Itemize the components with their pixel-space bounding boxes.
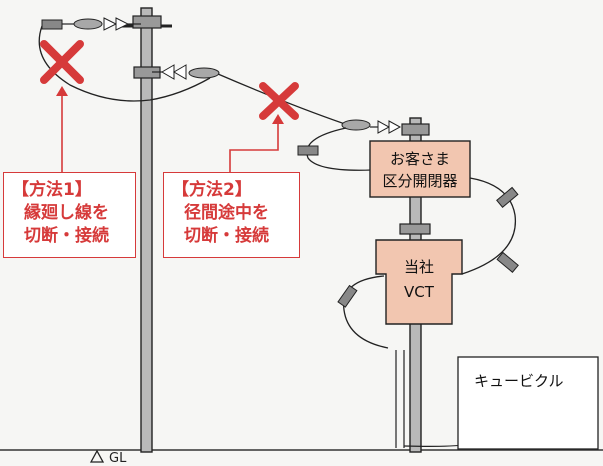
callout-2-line-1: 径間途中を — [184, 203, 269, 223]
switch-box-line-1: お客さま — [390, 150, 450, 168]
callout-1-arrowhead — [56, 86, 68, 96]
cut-x-icon — [40, 40, 84, 84]
ground-label: GL — [109, 451, 127, 466]
insulator-icon — [341, 119, 402, 134]
right-pole-bracket — [401, 123, 430, 136]
feed-cable — [395, 350, 405, 448]
callout-2-line-2: 切断・接続 — [184, 226, 269, 246]
callout-1-title: 【方法1】 — [12, 180, 92, 200]
insulator-icon — [152, 64, 220, 80]
left-pole — [140, 7, 153, 453]
callout-2-arrowhead — [272, 114, 284, 124]
callout-method-1: 【方法1】 縁廻し線を 切断・接続 — [3, 172, 136, 258]
vct-box-line-1: 当社 — [404, 258, 434, 276]
cubicle-label: キュービクル — [474, 372, 564, 390]
switch-box — [369, 140, 471, 198]
callout-method-2: 【方法2】 径間途中を 切断・接続 — [163, 172, 300, 258]
callout-2-title: 【方法2】 — [172, 180, 252, 200]
switch-box-line-2: 区分開閉器 — [382, 172, 457, 190]
vct-box-line-2: VCT — [404, 283, 435, 301]
right-pole-bracket-mid — [399, 223, 431, 235]
connector-left-2 — [337, 284, 358, 308]
loop-wire — [38, 25, 211, 102]
callout-2-leader — [229, 118, 279, 172]
connector-left-1 — [297, 145, 319, 156]
insulator-icon — [41, 17, 141, 31]
vct-box — [375, 239, 463, 325]
right-cable-loop — [461, 177, 517, 275]
callout-1-line-1: 縁廻し線を — [24, 203, 109, 223]
drop-wire — [306, 127, 373, 171]
cut-x-icon — [259, 82, 299, 120]
cubicle-box — [457, 356, 599, 450]
connector-right-2 — [496, 251, 519, 273]
ground-triangle-icon — [89, 449, 105, 463]
left-cable-loop — [343, 275, 389, 349]
callout-1-line-2: 切断・接続 — [24, 226, 109, 246]
left-pole-bracket-top — [132, 15, 162, 29]
connector-right-1 — [496, 186, 519, 208]
